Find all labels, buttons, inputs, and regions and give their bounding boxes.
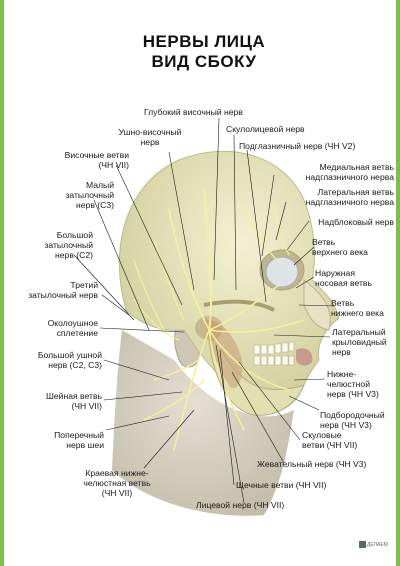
label-masseteric-nerve: Жевательный нерв (ЧН V3) <box>257 459 367 469</box>
head-illustration <box>73 117 340 516</box>
label-facial-nerve: Лицевой нерв (ЧН VII) <box>196 500 285 510</box>
label-supraorbital-lateral-branch: Латеральная ветвь надглазничного нерва <box>305 187 394 207</box>
label-lateral-pterygoid-nerve: Латеральный крыловидный нерв <box>332 327 387 357</box>
label-buccal-branches: Щечные ветви (ЧН VII) <box>236 480 327 490</box>
label-greater-occipital-nerve: Большой затылочный нерв (C2) <box>44 230 93 260</box>
leader-lines <box>73 117 335 504</box>
label-mental-nerve: Подбородочный нерв (ЧН V3) <box>320 410 385 430</box>
label-transverse-cervical-nerve: Поперечный нерв шеи <box>54 430 104 450</box>
label-supraorbital-medial-branch: Медиальная ветвь надглазничного нерва <box>305 162 394 182</box>
label-deep-temporal-nerve: Глубокий височный нерв <box>144 107 243 117</box>
teeth <box>253 341 295 366</box>
publisher-logo-text: ДЕЛАЕМ <box>367 542 388 548</box>
label-supratrochlear-nerve: Надблоковый нерв <box>318 217 394 227</box>
label-zygomaticofacial-nerve: Скулолицевой нерв <box>226 124 305 134</box>
eyeball <box>265 256 299 288</box>
label-lesser-occipital-nerve: Малый затылочный нерв (C3) <box>65 180 114 210</box>
label-upper-eyelid-branch: Ветвь верхнего века <box>312 237 368 257</box>
nerve-network <box>133 189 305 451</box>
label-temporal-branches: Височные ветви (ЧН VII) <box>64 150 129 170</box>
nose <box>303 278 331 331</box>
label-infraorbital-nerve: Подглазничный нерв (ЧН V2) <box>239 141 356 151</box>
label-auriculotemporal-nerve: Ушно-височный нерв <box>118 127 182 147</box>
label-external-nasal-branch: Наружная носовая ветвь <box>315 268 372 288</box>
label-third-occipital-nerve: Третий затылочный нерв <box>28 280 98 300</box>
poster-title-line1: НЕРВЫ ЛИЦА <box>142 32 266 51</box>
lips <box>296 348 313 366</box>
label-zygomatic-branches: Скуловые ветви (ЧН VII) <box>302 430 358 450</box>
label-lower-eyelid-branch: Ветвь нижнего века <box>331 298 384 318</box>
label-great-auricular-nerve: Большой ушной нерв (C2, C3) <box>37 350 102 370</box>
label-mandibular-nerve: Нижне- челюстной нерв (ЧН V3) <box>327 369 379 399</box>
label-parotid-plexus: Околоушное сплетение <box>47 318 98 338</box>
poster-title-line2: ВИД СБОКУ <box>151 52 257 71</box>
label-cervical-branch: Шейная ветвь (ЧН VII) <box>46 391 102 411</box>
publisher-logo-icon <box>359 541 366 548</box>
label-marginal-mandibular-branch: Краевая нижне- челюстная ветвь (ЧН VII) <box>83 468 151 498</box>
